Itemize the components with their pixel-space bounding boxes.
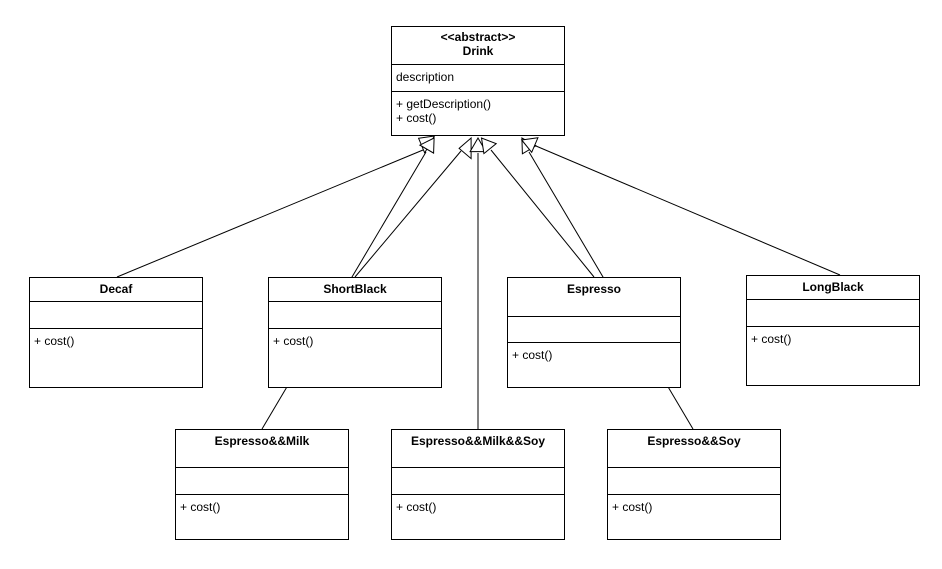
arrowhead-espresso — [480, 137, 498, 155]
class-espresso-milk[interactable]: Espresso&&Milk + cost() — [175, 429, 349, 540]
class-espresso-soy[interactable]: Espresso&&Soy + cost() — [607, 429, 781, 540]
class-espresso-soy-header: Espresso&&Soy — [608, 430, 780, 468]
operations-compartment: + cost() — [30, 329, 202, 348]
class-longblack[interactable]: LongBlack + cost() — [746, 275, 920, 386]
arrowhead-espresso-milk-soy — [469, 137, 487, 153]
class-espresso[interactable]: Espresso + cost() — [507, 277, 681, 388]
class-name: ShortBlack — [323, 282, 387, 296]
attributes-compartment — [176, 468, 348, 495]
class-espresso-header: Espresso — [508, 278, 680, 317]
class-name: Espresso&&Soy — [647, 434, 741, 448]
operations-compartment: + cost() — [747, 327, 919, 346]
operation: + getDescription() — [396, 97, 492, 111]
operation: + cost() — [396, 111, 437, 125]
edge-shortblack-drink — [354, 150, 462, 278]
operation: + cost() — [512, 348, 553, 362]
edge-decaf-drink — [116, 149, 424, 278]
class-decaf[interactable]: Decaf + cost() — [29, 277, 203, 388]
arrowhead-espresso-milk — [418, 137, 435, 154]
stereotype-label: <<abstract>> — [440, 30, 516, 44]
arrowhead-shortblack — [458, 136, 472, 160]
arrowhead-longblack — [520, 137, 539, 154]
operations-compartment: + cost() — [392, 495, 564, 514]
class-longblack-header: LongBlack — [747, 276, 919, 300]
operation: + cost() — [34, 334, 75, 348]
class-shortblack-header: ShortBlack — [269, 278, 441, 302]
class-drink[interactable]: <<abstract>> Drink description + getDesc… — [391, 26, 565, 136]
operation: + cost() — [180, 500, 221, 514]
class-espresso-milk-header: Espresso&&Milk — [176, 430, 348, 468]
class-name: Espresso&&Milk — [214, 434, 310, 448]
class-drink-header: <<abstract>> Drink — [392, 27, 564, 65]
operation: + cost() — [612, 500, 653, 514]
operations-compartment: + cost() — [269, 329, 441, 348]
operation: + cost() — [273, 334, 314, 348]
attributes-compartment — [392, 468, 564, 495]
attributes-compartment: description — [392, 65, 564, 92]
attributes-compartment — [269, 302, 441, 329]
operations-compartment: + getDescription() + cost() — [392, 92, 564, 125]
class-name: Espresso — [566, 282, 622, 296]
class-name: Drink — [462, 44, 494, 58]
attribute: description — [396, 70, 455, 84]
class-espresso-milk-soy-header: Espresso&&Milk&&Soy — [392, 430, 564, 468]
attributes-compartment — [30, 302, 202, 329]
operations-compartment: + cost() — [176, 495, 348, 514]
class-name: Decaf — [99, 282, 133, 296]
class-espresso-milk-soy[interactable]: Espresso&&Milk&&Soy + cost() — [391, 429, 565, 540]
class-name: Espresso&&Milk&&Soy — [410, 434, 546, 448]
operations-compartment: + cost() — [608, 495, 780, 514]
attributes-compartment — [747, 300, 919, 327]
class-shortblack[interactable]: ShortBlack + cost() — [268, 277, 442, 388]
edge-espresso-drink — [490, 149, 595, 278]
operation: + cost() — [396, 500, 437, 514]
attributes-compartment — [608, 468, 780, 495]
class-decaf-header: Decaf — [30, 278, 202, 302]
edge-longblack-drink — [535, 145, 841, 276]
operation: + cost() — [751, 332, 792, 346]
class-name: LongBlack — [802, 280, 864, 294]
attributes-compartment — [508, 317, 680, 343]
operations-compartment: + cost() — [508, 343, 680, 362]
